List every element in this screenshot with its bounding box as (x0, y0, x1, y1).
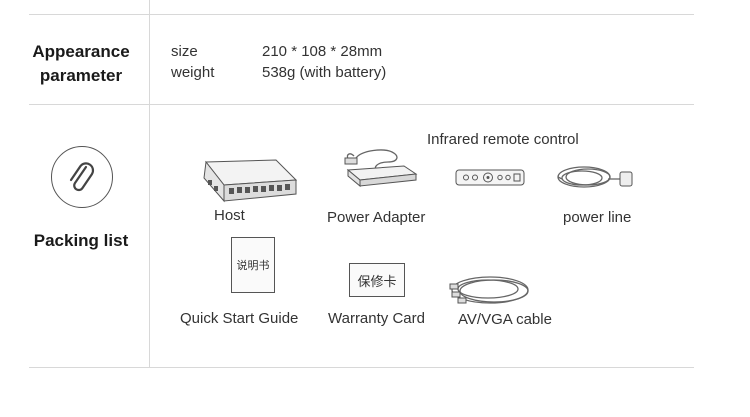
av-vga-cable-label: AV/VGA cable (458, 311, 552, 328)
av-vga-cable-image (449, 276, 529, 304)
appearance-title-line1: Appearance (32, 42, 130, 61)
appearance-title: Appearance parameter (18, 40, 144, 88)
paperclip-icon (69, 162, 95, 192)
power-line-label: power line (563, 209, 632, 226)
packing-title: Packing list (33, 231, 129, 250)
power-adapter-image (344, 149, 418, 188)
host-label: Host (214, 207, 245, 224)
spec-size-label: size (171, 43, 198, 60)
paperclip-badge (51, 146, 113, 208)
remote-label: Infrared remote control (427, 131, 579, 148)
quick-start-cover-text: 说明书 (236, 260, 270, 272)
spec-weight-label: weight (171, 64, 215, 81)
column-divider (149, 0, 150, 367)
power-line-image (557, 166, 633, 188)
warranty-card-label: Warranty Card (328, 310, 425, 327)
spec-size-value: 210 * 108 * 28mm (262, 43, 383, 60)
quick-start-guide-image: 说明书 (231, 237, 275, 293)
warranty-cover-text: 保修卡 (357, 273, 397, 289)
power-adapter-label: Power Adapter (327, 209, 426, 226)
appearance-title-line2: parameter (39, 66, 123, 85)
host-device-image (203, 159, 298, 203)
middle-divider (29, 104, 694, 105)
bottom-divider (29, 367, 694, 368)
remote-control-image (455, 169, 525, 186)
warranty-card-image: 保修卡 (349, 263, 405, 297)
top-divider (29, 14, 694, 15)
spec-weight-value: 538g (with battery) (262, 64, 387, 81)
quick-start-label: Quick Start Guide (180, 310, 299, 327)
